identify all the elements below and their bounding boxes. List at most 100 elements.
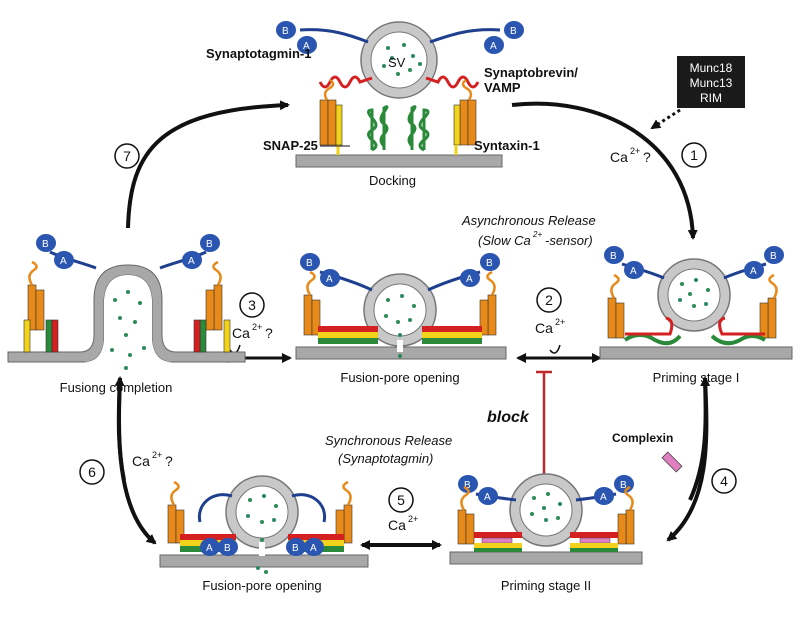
svg-text:2+: 2+	[555, 317, 565, 327]
svg-text:Ca: Ca	[388, 517, 406, 533]
svg-text:B: B	[620, 480, 627, 491]
docking-syntaxin-right	[453, 78, 477, 155]
fusion-pore-label-1: Fusion-pore opening	[340, 370, 459, 385]
svg-text:Ca: Ca	[535, 320, 553, 336]
svg-text:A: A	[600, 492, 607, 503]
svg-text:2+: 2+	[152, 450, 162, 460]
calcium-labels: Ca 2+ ? Ca 2+ Ca 2+ ? Ca 2+ Ca 2+ ?	[132, 146, 651, 533]
svg-text:B: B	[770, 251, 777, 262]
svg-text:B: B	[306, 258, 313, 269]
snap25-label: SNAP-25	[263, 138, 318, 153]
svg-text:Ca: Ca	[610, 149, 628, 165]
svg-text:(Synaptotagmin): (Synaptotagmin)	[338, 451, 433, 466]
priming-1-label: Priming stage I	[653, 370, 740, 385]
docking-syntaxin-left	[319, 78, 343, 155]
svg-text:2+: 2+	[630, 146, 640, 156]
svg-text:6: 6	[88, 464, 96, 480]
svg-text:B: B	[206, 239, 213, 250]
svg-text:A: A	[206, 543, 213, 554]
svg-text:5: 5	[397, 492, 405, 508]
priming-2-label: Priming stage II	[501, 578, 591, 593]
docking-label: Docking	[369, 173, 416, 188]
ca-step1: Ca 2+ ?	[610, 146, 651, 165]
docking-membrane	[295, 154, 503, 168]
svg-text:3: 3	[248, 297, 256, 313]
rim-label: RIM	[700, 91, 722, 105]
priming-stage-2-panel: B A A B Priming stage II	[449, 473, 643, 593]
munc18-label: Munc18	[690, 61, 733, 75]
docking-c2-domains: B A A B	[276, 21, 524, 54]
svg-text:?: ?	[643, 149, 651, 165]
ca-step2: Ca 2+	[535, 317, 565, 336]
docking-snap25	[367, 105, 430, 152]
svg-text:A: A	[466, 274, 473, 285]
svg-text:B: B	[510, 26, 517, 37]
fusion-completion-label: Fusiong completion	[60, 380, 173, 395]
fusion-completion-panel: B A A B Fusiong completion	[7, 234, 246, 395]
svg-text:2: 2	[545, 292, 553, 308]
svg-text:A: A	[484, 492, 491, 503]
step-6-marker: 6	[79, 459, 105, 485]
priming-stage-1-panel: B A A B Priming stage I	[599, 246, 793, 385]
step-2-marker: 2	[536, 287, 562, 313]
step-4-marker: 4	[711, 468, 737, 494]
munc-dashed-arrow	[650, 108, 681, 130]
svg-text:Complexin: Complexin	[612, 431, 673, 445]
synaptobrevin-label-line2: VAMP	[484, 80, 521, 95]
sv-label: SV	[388, 55, 406, 70]
step-3-marker: 3	[239, 292, 265, 318]
svg-text:4: 4	[720, 473, 728, 489]
svg-text:B: B	[464, 480, 471, 491]
svg-text:B: B	[292, 543, 299, 554]
svg-text:-sensor): -sensor)	[545, 233, 593, 248]
svg-text:B: B	[610, 251, 617, 262]
svg-text:Asynchronous Release: Asynchronous Release	[461, 213, 596, 228]
docking-vesicle-dots	[382, 43, 422, 76]
ca-step3: Ca 2+ ?	[232, 322, 273, 341]
step-5-marker: 5	[388, 487, 414, 513]
svg-text:1: 1	[690, 147, 698, 163]
munc13-label: Munc13	[690, 76, 733, 90]
ca-step6: Ca 2+ ?	[132, 450, 173, 469]
svg-text:Synchronous Release: Synchronous Release	[325, 433, 452, 448]
svg-text:A: A	[188, 256, 195, 267]
svg-text:2+: 2+	[252, 322, 262, 332]
ca-step5: Ca 2+	[388, 514, 418, 533]
munc-box: Munc18 Munc13 RIM	[650, 56, 745, 130]
svg-text:A: A	[326, 274, 333, 285]
synaptotagmin-label: Synaptotagmin-1	[206, 46, 311, 61]
svg-text:Ca: Ca	[232, 325, 250, 341]
syntaxin-label: Syntaxin-1	[474, 138, 540, 153]
svg-text:Ca: Ca	[132, 453, 150, 469]
complexin-marker: Complexin	[612, 431, 683, 473]
svg-text:A: A	[490, 41, 497, 52]
svg-text:A: A	[303, 41, 310, 52]
svg-text:?: ?	[265, 325, 273, 341]
svg-text:B: B	[282, 26, 289, 37]
svg-text:7: 7	[123, 148, 131, 164]
step-1-marker: 1	[681, 142, 707, 168]
fusion-pore-panel-2: A B B A Fusion-pore opening	[159, 475, 369, 593]
svg-text:B: B	[224, 543, 231, 554]
step-7-marker: 7	[114, 143, 140, 169]
svg-text:A: A	[310, 543, 317, 554]
sync-release-label: Synchronous Release (Synaptotagmin)	[325, 433, 452, 466]
svg-text:?: ?	[165, 453, 173, 469]
docking-panel: SV B A A B	[206, 21, 578, 188]
svg-text:B: B	[42, 239, 49, 250]
synaptobrevin-label-line1: Synaptobrevin/	[484, 65, 578, 80]
fusion-pore-label-2: Fusion-pore opening	[202, 578, 321, 593]
svg-text:A: A	[630, 266, 637, 277]
step-markers: 1 2 3 4 5 6 7	[79, 142, 737, 513]
svg-text:A: A	[60, 256, 67, 267]
fusion-pore-panel-1: B A A B Fusion-pore opening	[295, 253, 507, 385]
svg-text:B: B	[486, 258, 493, 269]
svg-text:A: A	[750, 266, 757, 277]
svg-text:(Slow Ca: (Slow Ca	[478, 233, 531, 248]
cycle-arrows	[114, 100, 711, 550]
async-release-label: Asynchronous Release (Slow Ca 2+ -sensor…	[461, 213, 596, 248]
svg-text:2+: 2+	[532, 230, 542, 239]
svg-text:2+: 2+	[408, 514, 418, 524]
